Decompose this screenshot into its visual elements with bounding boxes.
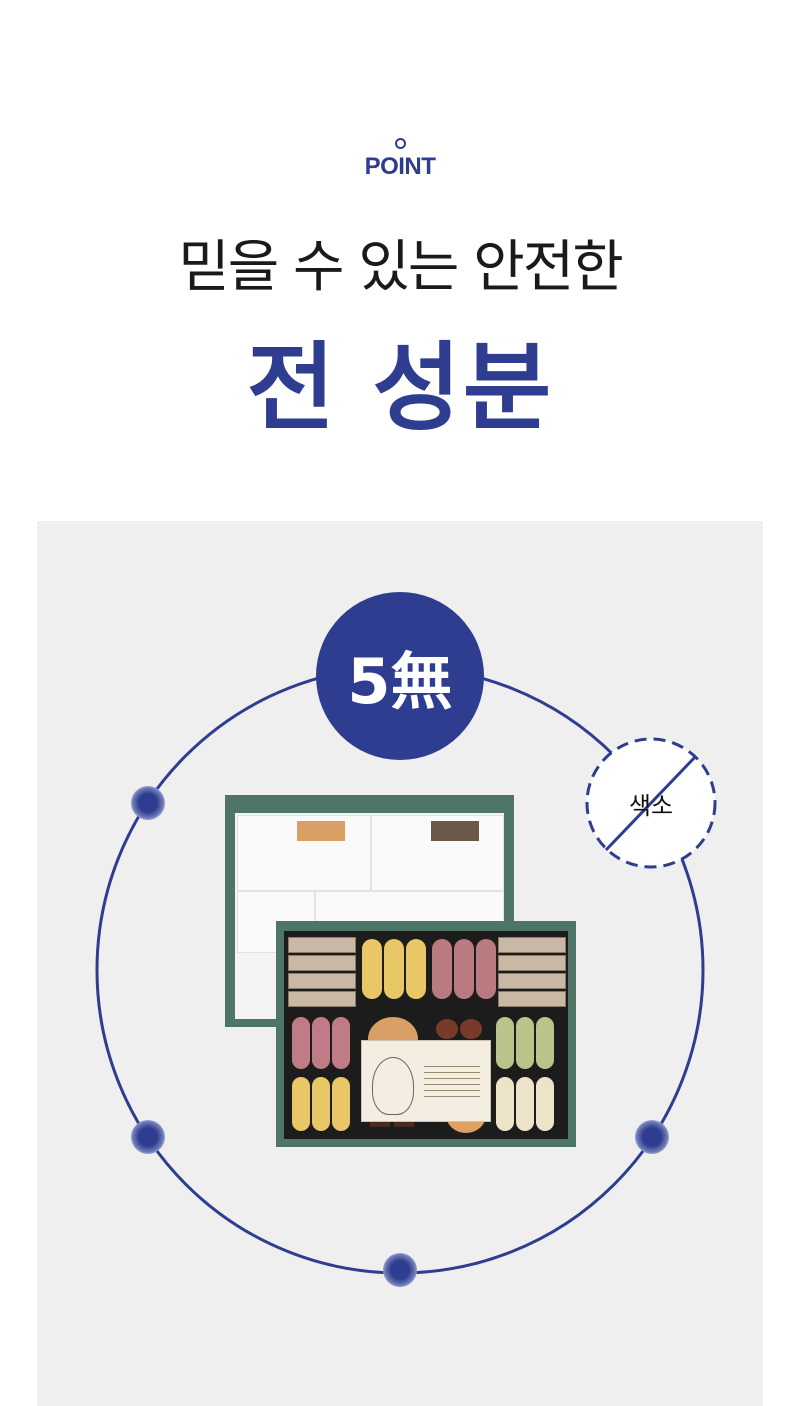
product-leaflet [361, 1040, 491, 1122]
five-free-badge: 5無 [316, 592, 484, 760]
point-label: POINT [364, 153, 436, 180]
ring-dot-icon [383, 1253, 417, 1287]
point-header: POINT [0, 138, 800, 181]
ring-dot-icon [131, 786, 165, 820]
ingredient-item-colorant: 색소 [628, 791, 674, 820]
page-title: 전 성분 [246, 332, 554, 444]
ring-dot-icon [131, 1120, 165, 1154]
point-circle-icon [394, 138, 406, 149]
ring-dot-icon [635, 1120, 669, 1154]
strike-line [604, 754, 698, 852]
page-subtitle: 믿을 수 있는 안전한 [178, 235, 624, 300]
